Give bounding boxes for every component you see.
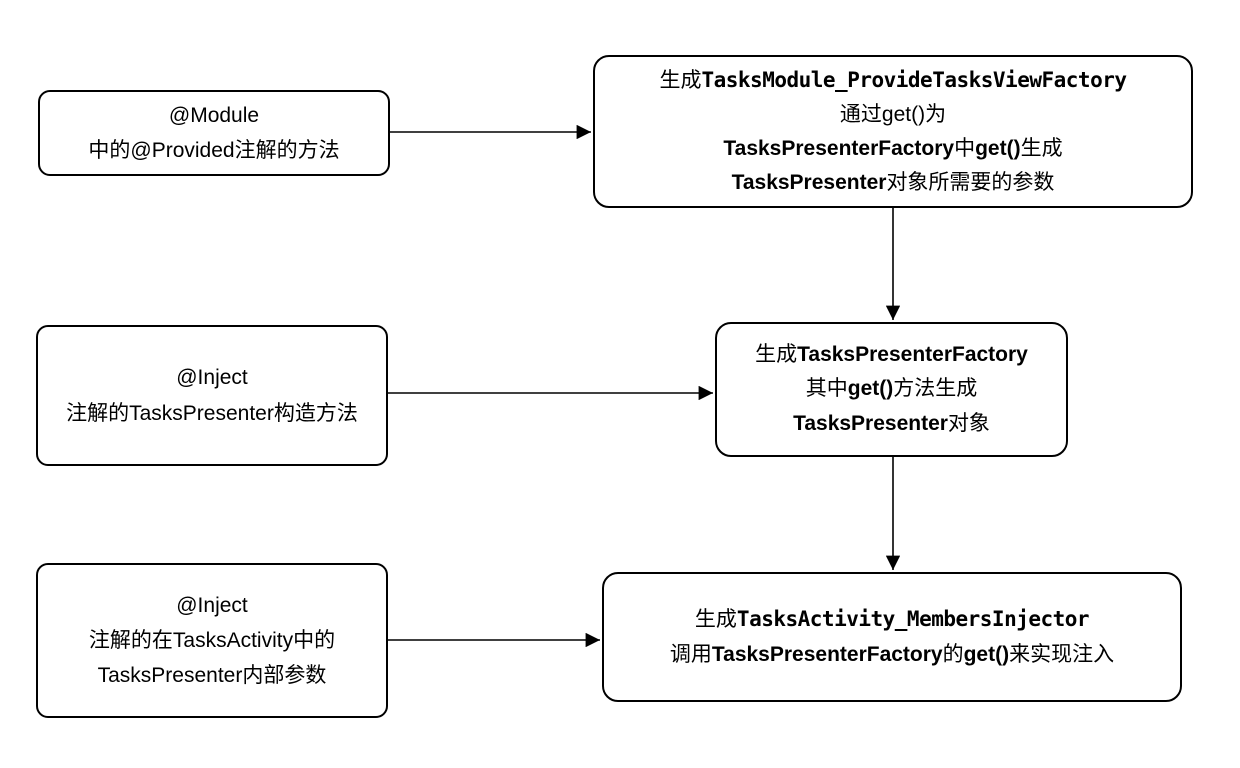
node-text-line: 中的@Provided注解的方法 (88, 139, 340, 162)
node-text-line: TasksPresenterFactory中get()生成 (723, 132, 1062, 166)
class-identifier: TasksPresenter (731, 171, 887, 195)
class-identifier: TasksPresenter (793, 411, 948, 435)
text-segment: 调用 (669, 642, 712, 666)
text-segment: 生成 (1020, 137, 1063, 160)
node-inject-field: @Inject 注解的在TasksActivity中的 TasksPresent… (36, 563, 388, 718)
node-text-line: 其中get()方法生成 (806, 372, 978, 406)
node-text-line: 注解的在TasksActivity中的 (88, 628, 336, 652)
method-identifier: get() (847, 377, 894, 401)
node-text-line: @Inject (176, 593, 248, 617)
node-text-line: TasksPresenter对象所需要的参数 (732, 166, 1055, 200)
code-identifier: TasksModule_ProvideTasksViewFactory (701, 67, 1127, 92)
node-text-line: TasksPresenter内部参数 (97, 664, 327, 688)
node-text-line: 生成TasksActivity_MembersInjector (694, 602, 1090, 637)
class-identifier: TasksPresenterFactory (723, 137, 955, 160)
node-inject-constructor: @Inject 注解的TasksPresenter构造方法 (36, 325, 388, 466)
method-identifier: get() (963, 642, 1010, 666)
text-segment: 方法生成 (893, 377, 978, 401)
code-identifier: TasksActivity_MembersInjector (736, 607, 1090, 632)
class-identifier: TasksPresenterFactory (711, 642, 943, 666)
node-module-annotation: @Module 中的@Provided注解的方法 (38, 90, 390, 176)
node-text-line: 注解的TasksPresenter构造方法 (66, 401, 358, 425)
text-segment: 生成 (659, 68, 702, 92)
text-segment: 对象所需要的参数 (886, 171, 1055, 195)
node-text-line: @Inject (176, 366, 248, 390)
text-segment: 中 (954, 137, 976, 160)
method-identifier: get() (975, 137, 1021, 160)
text-segment: 的 (942, 642, 964, 666)
node-text-line: 调用TasksPresenterFactory的get()来实现注入 (670, 638, 1114, 672)
class-identifier: TasksPresenterFactory (797, 343, 1028, 367)
text-segment: 来实现注入 (1009, 642, 1115, 666)
text-segment: 对象 (947, 411, 990, 435)
node-text-line: 通过get()为 (839, 102, 947, 126)
node-text-line: TasksPresenter对象 (793, 407, 990, 441)
node-text-line: 生成TasksPresenterFactory (755, 338, 1028, 372)
node-tasksactivity-members-injector: 生成TasksActivity_MembersInjector 调用TasksP… (602, 572, 1182, 702)
text-segment: 生成 (694, 608, 737, 632)
node-text-line: 生成TasksModule_ProvideTasksViewFactory (659, 63, 1127, 98)
node-tasksmodule-provide-factory: 生成TasksModule_ProvideTasksViewFactory 通过… (593, 55, 1193, 208)
text-segment: 生成 (755, 343, 798, 367)
node-text-line: @Module (168, 103, 260, 127)
node-taskspresenter-factory: 生成TasksPresenterFactory 其中get()方法生成 Task… (715, 322, 1068, 457)
text-segment: 其中 (805, 377, 848, 401)
